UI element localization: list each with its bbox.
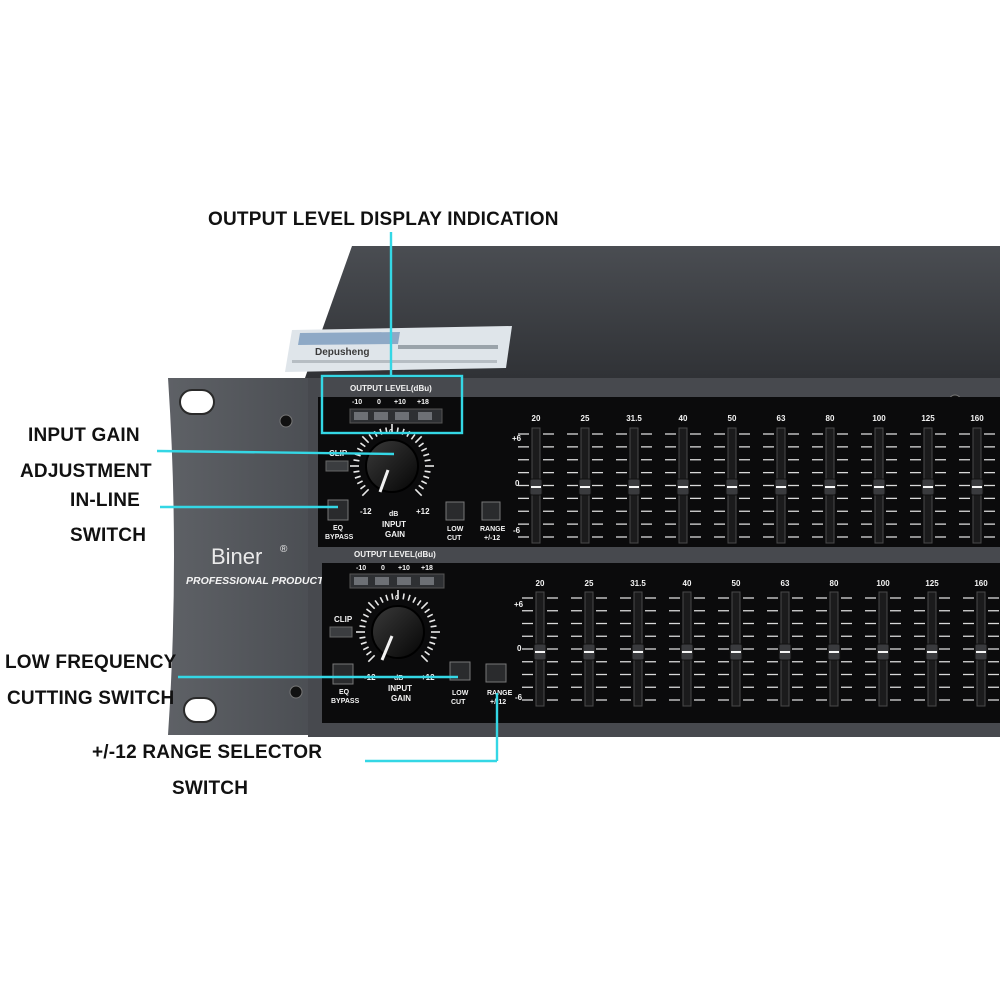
svg-text:+/-12: +/-12 [484,535,500,542]
rack-ear [168,378,312,735]
callout-lines [156,232,499,763]
range-button-1[interactable] [481,501,501,521]
svg-text:-6: -6 [515,693,523,702]
band-label: 40 [683,579,692,588]
brand-registered-mark: ® [280,544,288,555]
svg-text:LOW: LOW [452,690,469,697]
clip-led-1 [325,460,349,472]
svg-text:-12: -12 [360,507,372,516]
svg-text:GAIN: GAIN [385,530,405,539]
svg-text:INPUT: INPUT [382,520,406,529]
band-label: 100 [872,414,886,423]
svg-text:RANGE: RANGE [487,690,513,697]
clip-led-2 [329,626,353,638]
callout-range-selector-line2: SWITCH [172,778,249,799]
band-label: 80 [826,414,835,423]
input-gain-knob-1[interactable] [365,439,419,493]
sticker-brand: Depusheng [315,347,369,358]
clip-label-2: CLIP [334,615,353,624]
rack-hole-bottom [183,697,217,723]
callout-inline-switch-line2: SWITCH [70,525,147,546]
svg-text:0: 0 [515,479,520,488]
svg-text:-10: -10 [356,565,366,572]
knob-pointer-2 [380,635,394,661]
svg-text:+10: +10 [394,399,406,406]
svg-text:-6: -6 [513,526,521,535]
serial-sticker: Depusheng [285,326,512,372]
input-gain-scale-1 [350,424,434,497]
band-label: 63 [777,414,786,423]
input-gain-knob-2[interactable] [371,605,425,659]
callout-range-selector-line1: +/-12 RANGE SELECTOR [92,742,323,763]
svg-text:+10: +10 [398,565,410,572]
svg-text:0: 0 [381,565,385,572]
band-label: 20 [532,414,541,423]
band-label: 25 [581,414,590,423]
svg-text:0: 0 [377,399,381,406]
band-label: 100 [876,579,890,588]
svg-text:+18: +18 [421,565,433,572]
band-label: 160 [974,579,988,588]
band-label: 25 [585,579,594,588]
controls-channel-2: CLIP EQ BYPASS 0 -12 +12 dB INPUT GAIN L… [329,590,513,706]
band-label: 125 [921,414,935,423]
range-button-2[interactable] [485,663,507,683]
callout-input-gain-line2: ADJUSTMENT [20,461,152,482]
svg-text:dB: dB [389,511,398,518]
callout-inline-switch-line1: IN-LINE [70,490,141,511]
fader-bank-1: 20 25 31.5 40 50 63 80 100 125 160 [518,414,995,544]
output-level-display-1: OUTPUT LEVEL(dBu) -10 0 +10 +18 [349,384,443,424]
svg-text:+12: +12 [416,507,430,516]
output-level-title-1: OUTPUT LEVEL(dBu) [350,384,432,393]
band-label: 31.5 [626,414,642,423]
svg-text:+6: +6 [514,600,524,609]
svg-text:0: 0 [395,595,399,602]
low-cut-button-2[interactable] [449,661,471,681]
svg-text:CUT: CUT [447,535,462,542]
knob-pointer-1 [378,469,390,493]
brand-tagline: PROFESSIONAL PRODUCTS [186,575,331,587]
eq-bypass-button-2[interactable] [332,663,354,685]
svg-text:GAIN: GAIN [391,694,411,703]
svg-text:dB: dB [394,675,403,682]
svg-text:LOW: LOW [447,526,464,533]
svg-text:+18: +18 [417,399,429,406]
band-label: 50 [728,414,737,423]
output-level-display-2: OUTPUT LEVEL(dBu) -10 0 +10 +18 [349,550,445,589]
eq-bypass-button-1[interactable] [327,499,349,521]
svg-text:CUT: CUT [451,699,466,706]
band-label: 125 [925,579,939,588]
brand-logo: Biner [211,544,262,569]
band-label: 160 [970,414,984,423]
input-gain-scale-2 [356,590,440,663]
chassis-top [300,246,1000,392]
band-label: 20 [536,579,545,588]
svg-text:0: 0 [517,644,522,653]
callout-low-frequency-line1: LOW FREQUENCY [5,652,177,673]
svg-text:EQ: EQ [333,525,344,532]
band-label: 80 [830,579,839,588]
callout-low-frequency-line2: CUTTING SWITCH [7,688,175,709]
rack-hole-top [179,389,215,415]
low-cut-button-1[interactable] [445,501,465,521]
callout-output-level-display: OUTPUT LEVEL DISPLAY INDICATION [208,209,559,230]
svg-text:INPUT: INPUT [388,684,412,693]
svg-text:EQ: EQ [339,689,350,696]
band-label: 50 [732,579,741,588]
svg-text:RANGE: RANGE [480,526,506,533]
svg-text:+6: +6 [512,434,522,443]
output-level-title-2: OUTPUT LEVEL(dBu) [354,550,436,559]
svg-text:BYPASS: BYPASS [325,534,354,541]
band-label: 63 [781,579,790,588]
svg-text:-10: -10 [352,399,362,406]
band-label: 31.5 [630,579,646,588]
callout-input-gain-line1: INPUT GAIN [28,425,140,446]
band-label: 40 [679,414,688,423]
fader-bank-2: 20 25 31.5 40 50 63 80 100 125 160 [522,579,999,707]
svg-text:BYPASS: BYPASS [331,698,360,705]
